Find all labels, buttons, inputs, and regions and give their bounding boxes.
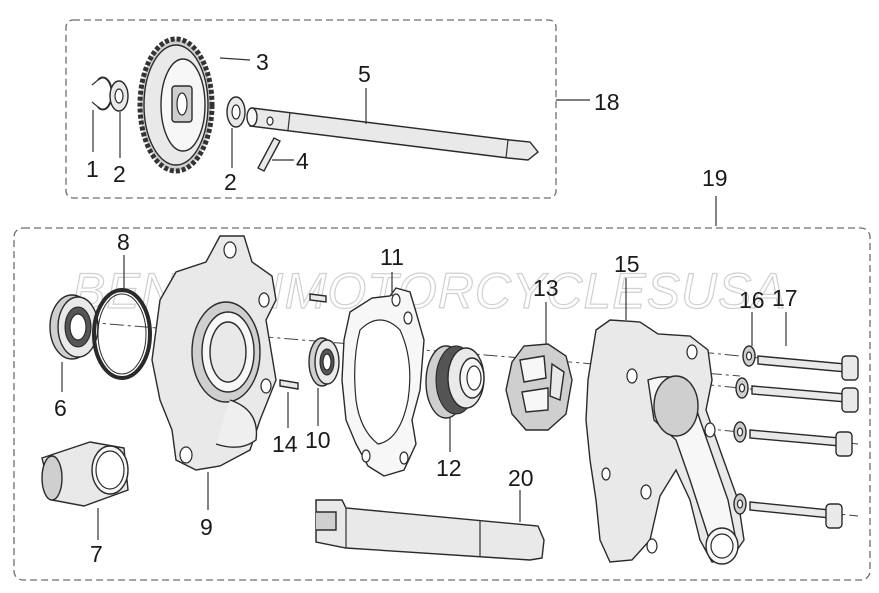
callout-numbers: 1 2 2 3 4 5 6 7 8 9 10 11 12 13 14 15 16… [54,49,798,567]
callout-2-left: 2 [113,161,126,187]
part-5-shaft [246,107,539,161]
part-8-o-ring [92,288,152,380]
callout-11: 11 [380,244,404,270]
callout-19: 19 [702,165,728,191]
part-7-sleeve [41,441,129,507]
part-10-oil-seal [308,337,340,387]
callout-3: 3 [256,49,269,75]
callout-10: 10 [305,427,331,453]
callout-17: 17 [772,285,798,311]
callout-8: 8 [117,229,130,255]
part-2-washer-left [109,80,129,112]
part-17-bolts [749,355,859,529]
callout-2-right: 2 [224,169,237,195]
part-12-mechanical-seal [425,345,485,419]
callout-20: 20 [508,465,534,491]
callout-16: 16 [739,287,765,313]
callout-18: 18 [594,89,620,115]
part-11-gasket [341,287,425,477]
callout-1: 1 [86,156,99,182]
part-4-pin [257,137,281,172]
callout-15: 15 [614,251,640,277]
callout-4: 4 [296,148,309,174]
part-13-impeller [505,343,573,431]
callout-5: 5 [358,61,371,87]
callout-7: 7 [90,541,103,567]
callout-6: 6 [54,395,67,421]
part-1-circlip [91,76,113,111]
part-16-washers [733,345,756,515]
callout-9: 9 [200,514,213,540]
part-3-gear [137,36,215,174]
part-6-bearing [49,294,99,360]
assembly-frame-19 [13,227,871,581]
assembly-frame-18 [65,19,557,199]
part-9-pump-housing [151,235,277,471]
part-2-washer-right [226,96,246,128]
part-15-pump-cover [585,319,745,565]
callout-14: 14 [272,431,298,457]
part-14-dowel-pins [279,293,327,390]
leader-lines [61,57,787,540]
callout-12: 12 [436,455,462,481]
part-20-pump-shaft [315,499,545,561]
callout-13: 13 [533,275,559,301]
